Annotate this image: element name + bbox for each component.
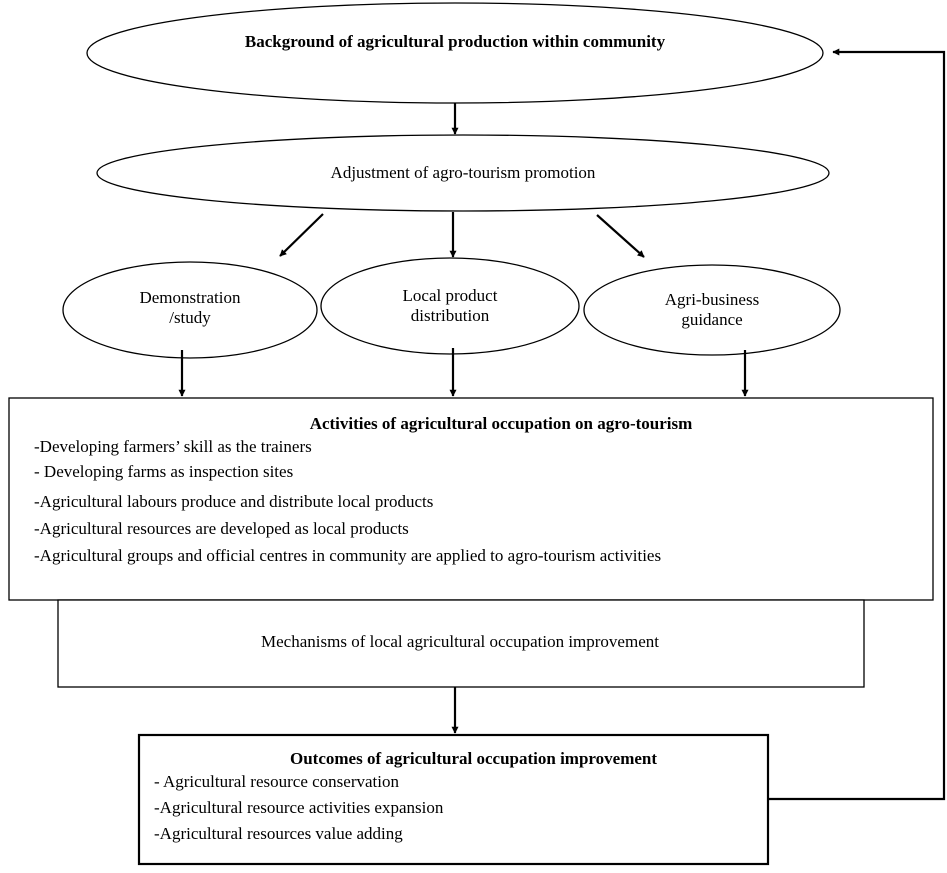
- mechanisms-box: [57, 599, 865, 688]
- background-ellipse: [86, 2, 824, 104]
- background-label: Background of agricultural production wi…: [244, 32, 666, 51]
- demonstration-label: Demonstration /study: [139, 288, 241, 327]
- outcomes-box: [137, 733, 770, 866]
- arrow-adjustment-to-agri-business: [596, 214, 645, 258]
- activities-box: [8, 397, 934, 601]
- mechanisms-label: Mechanisms of local agricultural occupat…: [261, 632, 659, 651]
- activities-item: -Agricultural resources are developed as…: [34, 519, 409, 538]
- outcomes-title: Outcomes of agricultural occupation impr…: [289, 749, 658, 768]
- arrow-adjustment-to-demonstration: [279, 213, 324, 257]
- agri-business-label: Agri-business guidance: [664, 290, 760, 329]
- activities-item: - Developing farms as inspection sites: [34, 462, 294, 481]
- outcomes-item: -Agricultural resource activities expans…: [154, 798, 444, 817]
- demonstration-ellipse: [62, 261, 318, 359]
- activities-item: -Agricultural labours produce and distri…: [34, 492, 434, 511]
- adjustment-ellipse: [96, 134, 830, 212]
- feedback-arrow-outcomes-to-background: [768, 48, 946, 801]
- local-product-ellipse: [320, 257, 580, 355]
- activities-item: -Developing farmers’ skill as the traine…: [34, 437, 312, 456]
- activities-title: Activities of agricultural occupation on…: [309, 414, 693, 433]
- activities-item: -Agricultural groups and official centre…: [34, 546, 662, 565]
- agri-business-ellipse: [583, 264, 841, 356]
- adjustment-label: Adjustment of agro-tourism promotion: [330, 163, 596, 182]
- outcomes-item: -Agricultural resources value adding: [154, 824, 403, 843]
- activities-content: Activities of agricultural occupation on…: [10, 412, 932, 567]
- outcomes-content: Outcomes of agricultural occupation impr…: [140, 747, 767, 845]
- local-product-label: Local product distribution: [402, 286, 498, 325]
- outcomes-item: - Agricultural resource conservation: [154, 772, 399, 791]
